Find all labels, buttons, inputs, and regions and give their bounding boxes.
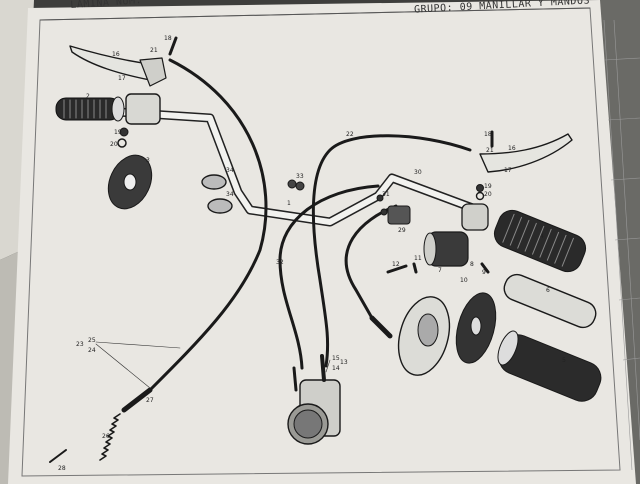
nut-19-right <box>476 184 484 192</box>
callout-21-right: 21 <box>486 147 494 154</box>
right-margin-table <box>603 19 640 471</box>
callout-33: 33 <box>296 173 304 180</box>
callout-30: 30 <box>414 169 422 176</box>
cable-32 <box>278 184 380 370</box>
left-disc <box>107 154 153 210</box>
callout-4: 4 <box>540 233 544 240</box>
callout-29: 29 <box>398 227 406 234</box>
callout-31: 31 <box>382 191 390 198</box>
left-grip <box>55 96 125 122</box>
right-grip <box>493 209 587 273</box>
callout-12: 12 <box>392 261 400 268</box>
cable-22 <box>311 134 472 368</box>
paper-sheet <box>8 0 636 484</box>
callout-20-right: 20 <box>484 191 492 198</box>
callout-18-right: 18 <box>484 131 492 138</box>
callout-21-left: 21 <box>150 47 158 54</box>
callout-27: 27 <box>146 397 154 404</box>
callout-19-right: 19 <box>484 183 492 190</box>
spare-grip <box>497 330 602 402</box>
handlebar-highlight <box>115 109 481 225</box>
washer-20-left <box>117 138 127 148</box>
throttle-cable-sleeve <box>369 315 393 339</box>
screw-12 <box>386 264 408 274</box>
callout-28: 28 <box>58 465 66 472</box>
callout-labels: 1 2 3 4 5 6 7 8 9 10 11 12 13 14 15 16 1… <box>58 35 566 472</box>
left-lever-bracket <box>139 57 167 87</box>
nuts-33 <box>287 179 305 191</box>
callout-5: 5 <box>562 357 566 364</box>
group-code: 09 <box>459 1 473 14</box>
callout-25: 25 <box>88 337 96 344</box>
callout-17-left: 17 <box>118 75 126 82</box>
screw-11 <box>412 262 418 274</box>
callout-13: 13 <box>340 359 348 366</box>
clamp-34-lower <box>207 198 233 214</box>
lamina-label: LAMINA NUM. <box>70 0 143 11</box>
callout-3: 3 <box>146 157 150 164</box>
brake-backing-plate <box>397 296 451 376</box>
callout-9: 9 <box>482 269 486 276</box>
right-disc <box>455 292 497 364</box>
page-header: LAMINA NUM. GRUPO: 09 MANILLAR Y MANDOS <box>70 0 590 16</box>
callout-34-upper: 34 <box>226 167 234 174</box>
left-cable <box>148 58 268 392</box>
callout-34-lower: 34 <box>226 191 234 198</box>
callout-14: 14 <box>332 365 340 372</box>
switch-29 <box>376 194 411 225</box>
group-heading: GRUPO: 09 MANILLAR Y MANDOS <box>414 0 590 16</box>
carburettor <box>287 354 341 445</box>
callout-7: 7 <box>438 267 442 274</box>
washer-20-right <box>475 191 485 201</box>
callout-16-left: 16 <box>112 51 120 58</box>
callout-20-left: 20 <box>110 141 118 148</box>
callout-17-right: 17 <box>504 167 512 174</box>
callout-2: 2 <box>86 93 90 100</box>
left-lever-clamp <box>125 93 161 125</box>
callout-6: 6 <box>546 287 550 294</box>
callout-8: 8 <box>470 261 474 268</box>
callout-16-right: 16 <box>508 145 516 152</box>
callout-32: 32 <box>276 259 284 266</box>
nut-19-left <box>119 127 129 137</box>
callout-11: 11 <box>414 255 422 262</box>
spring-26 <box>99 413 121 461</box>
left-cable-end <box>121 387 153 413</box>
callout-10: 10 <box>460 277 468 284</box>
throttle-tube <box>503 273 597 329</box>
switch-housing <box>423 203 489 267</box>
callout-15: 15 <box>332 355 340 362</box>
left-pages <box>0 0 34 260</box>
cable-tip-28 <box>49 449 67 463</box>
clamp-34-upper <box>201 174 227 190</box>
header-rule <box>39 7 591 21</box>
callout-26: 26 <box>102 433 110 440</box>
callout-1: 1 <box>287 200 291 207</box>
group-title: MANILLAR Y MANDOS <box>478 0 591 13</box>
right-brake-lever <box>479 133 573 173</box>
screw-9 <box>480 262 490 274</box>
callout-23: 23 <box>76 341 84 348</box>
callout-18-left: 18 <box>164 35 172 42</box>
leader-lines <box>95 341 331 389</box>
callout-24: 24 <box>88 347 96 354</box>
callout-19-left: 19 <box>114 129 122 136</box>
callout-22: 22 <box>346 131 354 138</box>
screw-18-left <box>168 36 178 56</box>
exploded-diagram <box>49 36 602 463</box>
group-label: GRUPO: <box>413 2 454 16</box>
